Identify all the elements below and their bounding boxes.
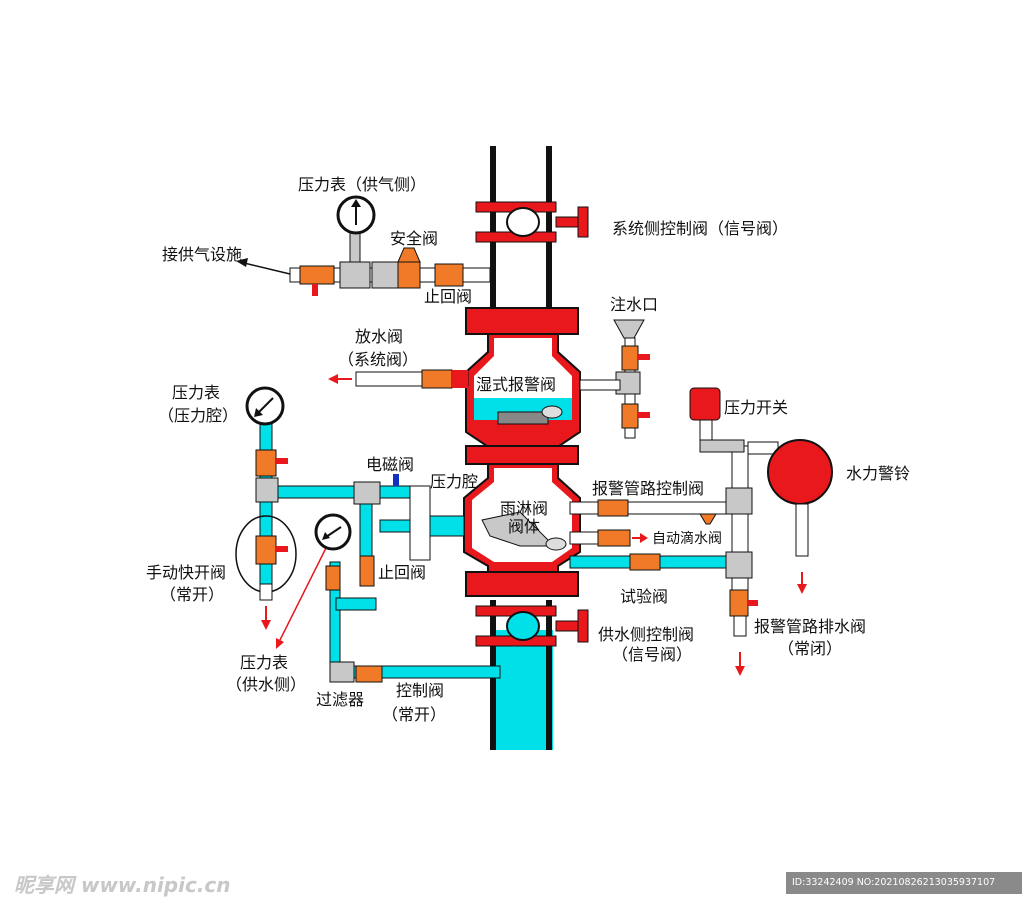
label-check-valve-top: 止回阀 [424,287,472,306]
label-gauge-chamber-1: 压力表 [172,383,220,402]
label-deluge-body-1: 雨淋阀 [500,499,548,518]
label-manual-quick-1: 手动快开阀 [146,563,226,582]
label-control-valve-2: （常开） [382,705,446,724]
label-solenoid-valve: 电磁阀 [366,455,414,474]
label-drain-valve-1: 放水阀 [355,327,403,346]
water-gong-icon [767,439,833,594]
label-supply-control-2: （信号阀） [612,645,692,664]
label-alarm-drain-2: （常闭） [778,639,842,658]
label-system-control-valve: 系统侧控制阀（信号阀） [612,219,788,238]
label-test-valve: 试验阀 [620,587,668,606]
label-filter: 过滤器 [316,690,364,709]
image-id-bar: ID:33242409 NO:20210826213035937107 [786,872,1022,894]
air-supply-line [236,231,491,296]
label-control-valve-1: 控制阀 [396,681,444,700]
supply-control-valve [475,605,589,647]
label-wet-alarm-valve: 湿式报警阀 [476,375,556,394]
label-air-supply: 接供气设施 [162,245,242,264]
label-drain-valve-2: （系统阀） [338,350,418,369]
label-auto-drip: 自动滴水阀 [652,530,722,547]
fill-port [579,319,650,439]
label-manual-quick-2: （常开） [160,585,224,604]
supply-trim-line [276,547,501,683]
label-gauge-supply-2: （供水侧） [226,675,306,694]
alarm-line [569,417,779,676]
wet-alarm-valve-body [465,333,581,463]
label-safety-valve: 安全阀 [390,229,438,248]
label-gauge-chamber-2: （压力腔） [158,406,238,425]
lower-flange [465,571,579,597]
watermark: 昵享网 www.nipic.cn [14,873,231,897]
label-pressure-switch: 压力开关 [724,398,788,417]
label-gauge-air-side: 压力表（供气侧） [298,175,426,194]
label-supply-control-1: 供水侧控制阀 [598,625,694,644]
main-riser [490,146,553,750]
chamber-trim [235,423,465,630]
middle-flange-1 [465,445,579,465]
system-drain-line [328,369,469,389]
label-check-valve-mid: 止回阀 [378,563,426,582]
pressure-switch-icon [689,387,721,421]
label-alarm-line-control: 报警管路控制阀 [592,479,704,498]
system-control-valve [475,201,589,243]
gauge-chamber-icon [245,386,285,426]
label-alarm-drain-1: 报警管路排水阀 [754,617,866,636]
label-fill-port: 注水口 [610,295,658,314]
label-pressure-chamber: 压力腔 [430,472,478,491]
label-deluge-body-2: 阀体 [508,517,540,536]
gauge-supply-icon [314,513,352,551]
gauge-air-side-icon [336,195,376,235]
label-water-gong: 水力警铃 [846,464,910,483]
label-gauge-supply-1: 压力表 [240,653,288,672]
upper-flange [465,307,579,335]
